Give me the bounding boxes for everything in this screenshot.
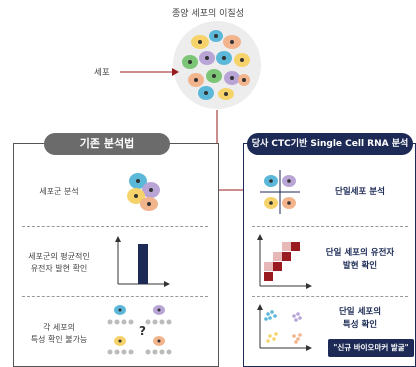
right-divider-1 <box>252 226 408 227</box>
single-cell-expression-chart <box>257 234 312 289</box>
question-mark: ? <box>139 324 146 338</box>
new-biomarker-badge: "신규 바이오마커 발굴" <box>328 339 414 357</box>
left-row2-line1: 세포군의 평균적인 <box>28 252 90 261</box>
left-divider-2 <box>22 296 208 297</box>
average-expression-bar <box>138 244 148 284</box>
right-row1-label: 단일세포 분석 <box>310 186 410 199</box>
cluster-cells <box>182 30 250 100</box>
left-row1-line1: 세포군 분석 <box>39 187 79 196</box>
right-row2-line2: 발현 확인 <box>342 261 378 271</box>
right-row3-line1: 단일 세포의 <box>338 307 382 317</box>
cell-pointer-arrow <box>120 68 179 76</box>
single-cell-split-icon <box>260 170 300 214</box>
heterogeneity-title: 종양 세포의 이질성 <box>172 9 244 19</box>
right-row2-line1: 단일 세포의 유전자 <box>325 248 395 258</box>
left-row2-label: 세포군의 평균적인 유전자 발현 확인 <box>14 251 104 275</box>
left-divider-1 <box>22 226 208 227</box>
average-expression-chart <box>115 236 170 287</box>
tumor-cell-cluster <box>173 21 261 109</box>
cell-group-icon <box>127 173 160 211</box>
left-row3-line1: 각 세포의 <box>43 323 75 332</box>
left-row1-label: 세포군 분석 <box>14 186 104 198</box>
right-divider-2 <box>252 296 408 297</box>
single-cell-method-header: 당사 CTC기반 Single Cell RNA 분석 <box>247 133 413 155</box>
cell-label: 세포 <box>94 68 110 78</box>
right-row2-label: 단일 세포의 유전자 발현 확인 <box>310 247 410 273</box>
unknown-cell-traits-icon <box>107 305 172 355</box>
conventional-method-panel <box>13 143 219 367</box>
right-row1-line1: 단일세포 분석 <box>335 187 385 197</box>
right-row3-label: 단일 세포의 특성 확인 <box>310 306 410 332</box>
left-row3-label: 각 세포의 특성 확인 불가능 <box>14 322 104 346</box>
left-row2-line2: 유전자 발현 확인 <box>30 264 88 273</box>
left-row3-line2: 특성 확인 불가능 <box>30 335 88 344</box>
right-row3-line2: 특성 확인 <box>342 320 378 330</box>
single-cell-traits-scatter <box>257 304 312 351</box>
conventional-method-header: 기존 분석법 <box>44 133 170 155</box>
